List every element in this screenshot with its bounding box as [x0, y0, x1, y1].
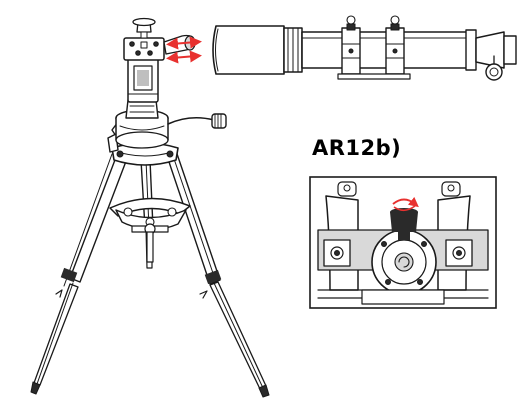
- inset-label: AR12b): [312, 136, 402, 160]
- tripod-leg-left: [30, 151, 129, 395]
- slow-motion-cable: [167, 113, 227, 129]
- inset-detail: [309, 176, 497, 309]
- altitude-head: [123, 37, 165, 103]
- telescope-tube: [212, 15, 517, 81]
- tension-knob: [131, 223, 169, 263]
- tripod-mount: [30, 17, 270, 398]
- double-arrow-icon: [166, 36, 202, 64]
- tripod-leg-right: [164, 147, 270, 398]
- mount-base: [115, 99, 169, 149]
- tube-ring-right: [385, 15, 405, 75]
- rotate-arrow-icon: [392, 196, 419, 212]
- tube-ring-left: [341, 15, 361, 75]
